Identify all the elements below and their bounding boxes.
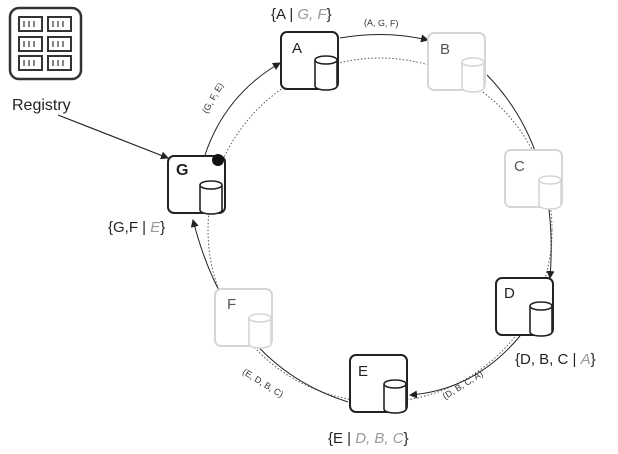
node-e	[349, 354, 408, 414]
registry-icon	[8, 6, 83, 81]
registry-label: Registry	[12, 97, 71, 114]
node-a-tag: {A | G, F}	[271, 6, 332, 23]
database-icon	[461, 57, 485, 93]
tag-primary: {E |	[328, 430, 356, 447]
node-a-label: A	[292, 40, 303, 57]
arrow-a-to-b-label: (A, G, F)	[363, 17, 399, 29]
database-icon	[538, 175, 562, 210]
node-g-tag: {G,F | E}	[108, 219, 165, 236]
tag-primary: {A |	[271, 6, 298, 23]
database-icon	[199, 180, 223, 215]
tag-secondary: G, F	[297, 6, 327, 23]
node-c	[504, 149, 563, 210]
arrow-d-to-e	[409, 335, 521, 399]
tag-close: }	[590, 351, 596, 368]
tag-secondary: E	[150, 219, 161, 236]
entry-point-dot-icon	[212, 154, 224, 166]
node-c-label: C	[514, 158, 525, 175]
node-e-tag: {E | D, B, C}	[328, 430, 409, 447]
database-icon	[248, 313, 272, 349]
node-d-tag: {D, B, C | A}	[515, 351, 596, 368]
node-g	[167, 154, 226, 215]
node-e-label: E	[358, 363, 369, 380]
database-icon	[529, 301, 553, 337]
registry-arrow	[57, 114, 169, 160]
node-f-label: F	[227, 296, 237, 313]
ring-path	[207, 57, 553, 403]
node-a	[280, 31, 339, 91]
node-g-label: G	[176, 162, 189, 179]
tag-secondary: A	[580, 351, 591, 368]
node-d-label: D	[504, 285, 515, 302]
node-b-label: B	[440, 41, 451, 58]
database-icon	[383, 379, 407, 414]
node-b	[427, 32, 486, 93]
database-icon	[314, 55, 338, 91]
arrow-g-to-a	[204, 62, 281, 156]
tag-secondary: D, B, C	[355, 430, 404, 447]
node-d	[495, 277, 554, 337]
tag-primary: {G,F |	[108, 219, 151, 236]
tag-primary: {D, B, C |	[515, 351, 581, 368]
tag-close: }	[326, 6, 332, 23]
tag-close: }	[160, 219, 166, 236]
arrow-a-to-b	[339, 33, 429, 43]
node-f	[214, 288, 273, 349]
tag-close: }	[403, 430, 409, 447]
